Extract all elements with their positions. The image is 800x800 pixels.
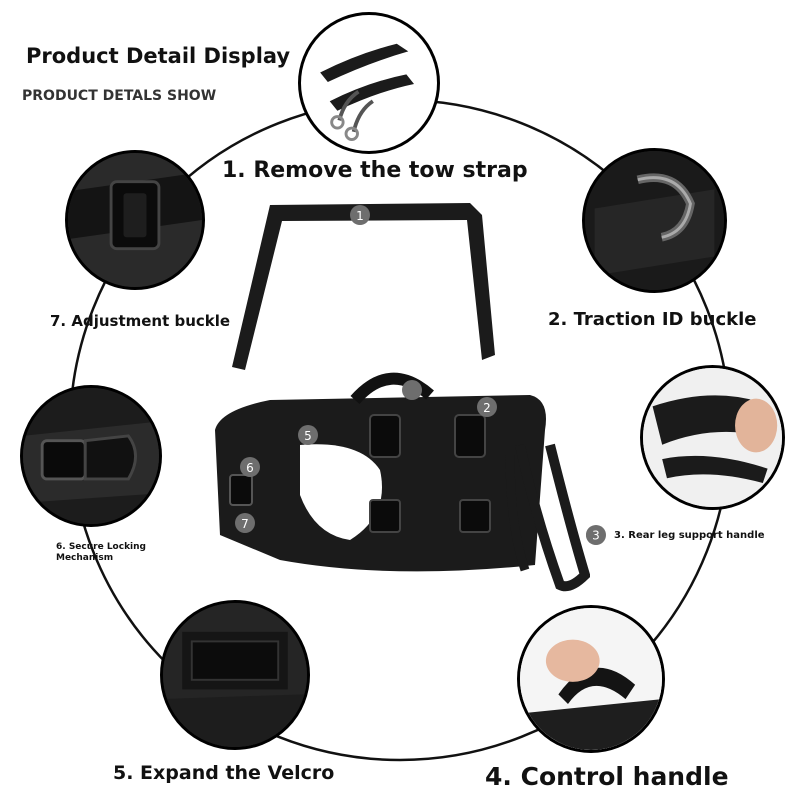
- page-subtitle: PRODUCT DETALS SHOW: [22, 88, 217, 104]
- control-handle-thumbnail: [517, 605, 665, 753]
- tow-strap-thumbnail: [298, 12, 440, 154]
- adjustment-buckle-thumbnail: [65, 150, 205, 290]
- feature-label-1: 1. Remove the tow strap: [222, 158, 528, 183]
- feature-label-6-line2: Mechanism: [56, 553, 114, 563]
- marker-6: 6: [246, 461, 254, 475]
- marker-3: 3: [592, 529, 600, 543]
- harness-markers: 1 2 4 5 6 7: [235, 205, 590, 543]
- feature-label-4: 4. Control handle: [485, 762, 729, 791]
- feature-label-7: 7. Adjustment buckle: [50, 312, 231, 330]
- harness-illustration: 1 2 4 5 6 7: [215, 203, 590, 592]
- feature-label-2: 2. Traction ID buckle: [548, 309, 757, 330]
- marker-2: 2: [483, 401, 491, 415]
- secure-locking-thumbnail: [20, 385, 162, 527]
- feature-label-3: 3. Rear leg support handle: [614, 530, 765, 541]
- feature-label-6-line1: 6. Secure Locking: [56, 542, 146, 552]
- feature-label-5: 5. Expand the Velcro: [113, 762, 335, 784]
- rear-leg-handle-thumbnail: [640, 365, 785, 510]
- feature-label-6: 6. Secure Locking Mechanism: [56, 542, 146, 564]
- marker-5: 5: [304, 429, 312, 443]
- page-title: Product Detail Display: [26, 44, 291, 68]
- marker-7: 7: [241, 517, 249, 531]
- marker-1: 1: [356, 209, 364, 223]
- marker-3-badge: 3: [586, 525, 606, 545]
- traction-buckle-thumbnail: [582, 148, 727, 293]
- velcro-thumbnail: [160, 600, 310, 750]
